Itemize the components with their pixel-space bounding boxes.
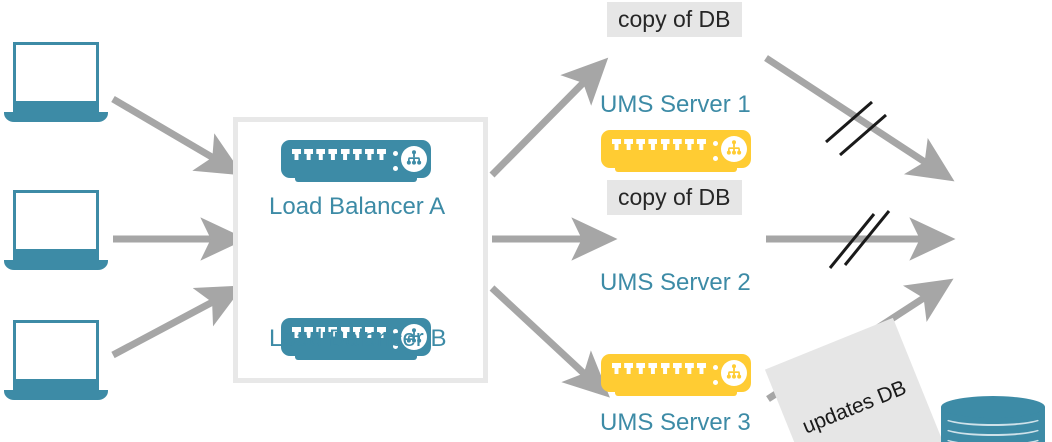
port-icon (612, 363, 621, 374)
load-balancer-b-icon[interactable] (281, 318, 431, 364)
led-icon (393, 329, 398, 334)
break-slash-ums2-a (828, 213, 876, 269)
ums-server-1-icon[interactable] (601, 130, 751, 176)
port-icon (292, 149, 301, 160)
led-icon (713, 156, 718, 161)
port-icon (376, 149, 386, 160)
appliance-ports (292, 327, 386, 339)
port-icon (624, 139, 634, 150)
port-icon (684, 139, 694, 150)
network-tree-icon (721, 360, 747, 386)
led-icon (713, 141, 718, 146)
port-icon (636, 363, 646, 374)
appliance-ports (612, 139, 706, 151)
load-balancer-a-icon[interactable] (281, 140, 431, 186)
port-icon (696, 363, 706, 374)
appliance-ports (292, 149, 386, 161)
network-tree-icon (721, 136, 747, 162)
port-icon (328, 327, 338, 338)
port-icon (636, 139, 646, 150)
appliance-foot (615, 388, 737, 396)
edge-lb-to-ums3 (489, 285, 610, 398)
port-icon (376, 327, 386, 338)
client-laptop-2[interactable] (4, 190, 116, 276)
port-icon (624, 363, 634, 374)
break-slash-ums2-b (843, 210, 891, 266)
port-icon (660, 139, 670, 150)
port-icon (328, 149, 338, 160)
laptop-base (4, 390, 108, 400)
appliance-foot (295, 352, 417, 360)
db-ring-line (942, 428, 1044, 442)
led-icon (393, 166, 398, 171)
appliance-status-leds (713, 141, 718, 161)
client-laptop-3[interactable] (4, 320, 116, 406)
port-icon (648, 363, 658, 374)
laptop-keyboard (13, 252, 99, 261)
appliance-status-leds (393, 329, 398, 349)
ums-server-3-label: UMS Server 3 (600, 409, 751, 436)
ums-server-2-icon[interactable] (601, 354, 751, 400)
port-icon (316, 149, 326, 160)
laptop-screen (13, 42, 99, 104)
port-icon (352, 149, 362, 160)
port-icon (304, 327, 314, 338)
port-icon (696, 139, 706, 150)
port-icon (364, 327, 374, 338)
updates-db-schema-line-1: updates DB (799, 376, 910, 439)
break-slash-ums1-b (839, 113, 887, 157)
appliance-status-leds (713, 365, 718, 385)
port-icon (340, 149, 350, 160)
led-icon (393, 151, 398, 156)
ums-server-1-copy-of-db-tag: copy of DB (607, 2, 742, 37)
load-balancer-a-label: Load Balancer A (269, 193, 446, 220)
appliance-status-leds (393, 151, 398, 171)
port-icon (672, 363, 682, 374)
laptop-keyboard (13, 382, 99, 391)
port-icon (292, 327, 301, 338)
network-tree-icon (401, 146, 427, 172)
appliance-foot (295, 174, 417, 182)
port-icon (660, 363, 670, 374)
ums-server-2-copy-of-db-tag: copy of DB (607, 180, 742, 215)
laptop-base (4, 112, 108, 122)
port-icon (612, 139, 621, 150)
network-tree-icon (401, 324, 427, 350)
laptop-keyboard (13, 104, 99, 113)
laptop-screen (13, 320, 99, 382)
port-icon (648, 139, 658, 150)
ums-server-1-label: UMS Server 1 (600, 91, 751, 118)
appliance-foot (615, 164, 737, 172)
edge-lb-to-ums1 (489, 57, 609, 178)
client-laptop-1[interactable] (4, 42, 116, 128)
port-icon (304, 149, 314, 160)
database-icon[interactable]: DB (941, 396, 1045, 442)
port-icon (364, 149, 374, 160)
appliance-ports (612, 363, 706, 375)
edge-ums1-to-db (764, 55, 955, 182)
port-icon (340, 327, 350, 338)
edge-client1-to-lb (111, 95, 244, 176)
led-icon (713, 380, 718, 385)
port-icon (684, 363, 694, 374)
ums-server-2-label: UMS Server 2 (600, 269, 751, 296)
led-icon (393, 344, 398, 349)
laptop-base (4, 260, 108, 270)
port-icon (316, 327, 326, 338)
port-icon (352, 327, 362, 338)
port-icon (672, 139, 682, 150)
load-balancer-b-label: Load Balancer B (269, 325, 447, 352)
led-icon (713, 365, 718, 370)
break-slash-ums1-a (825, 100, 873, 144)
edge-client3-to-lb (111, 285, 244, 359)
laptop-screen (13, 190, 99, 252)
